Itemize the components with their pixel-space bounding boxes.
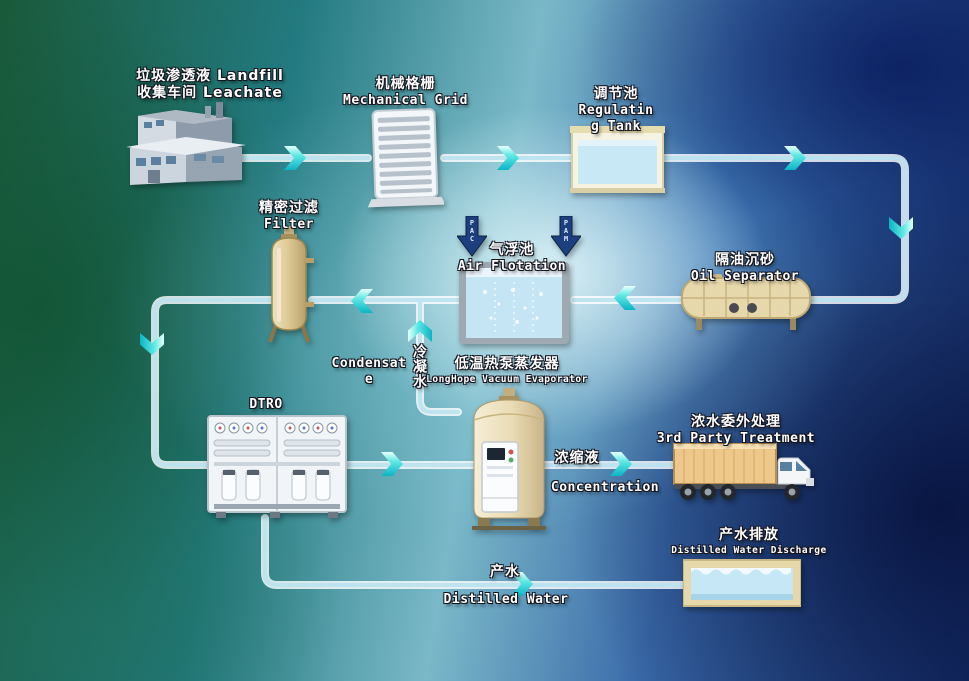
collection-label-line1: 垃圾渗透液 Landfill — [136, 68, 284, 84]
dtro-label-en: DTRO — [249, 397, 283, 412]
dosing-label-pac: PAC — [468, 219, 476, 243]
air-flotation-label: 气浮池 Air Flotation — [427, 242, 597, 275]
oil-separator-label-en: Oil Separator — [690, 269, 800, 284]
discharge-label-en: Distilled Water Discharge — [671, 545, 827, 556]
factory-illustration — [126, 102, 246, 185]
dtro-label: DTRO — [206, 397, 326, 413]
arrow-tank-to-corner — [784, 146, 806, 170]
air-flotation-label-en: Air Flotation — [457, 259, 567, 274]
concentration-label-en: Concentration — [550, 480, 660, 495]
oil-separator-label-zh: 隔油沉砂 — [715, 252, 775, 268]
arrow-filter-down — [140, 333, 164, 355]
product-label-zh-box: 产水 — [465, 564, 545, 581]
regulating-tank-label-en: Regulating Tank — [578, 103, 654, 134]
product-label-en: Distilled Water — [443, 592, 569, 607]
condensate-label-en: Condensate — [331, 356, 407, 387]
collection-label: 垃圾渗透液 Landfill 收集车间 Leachate — [90, 68, 330, 102]
dosing-label-pam: PAM — [562, 219, 570, 243]
dtro-illustration — [207, 415, 347, 518]
filter-illustration — [268, 226, 314, 343]
filter-label-en: Filter — [264, 217, 314, 232]
product-label-zh: 产水 — [490, 564, 520, 580]
arrow-dtro-to-evaporator — [381, 452, 403, 476]
oil-separator-label: 隔油沉砂 Oil Separator — [657, 252, 833, 285]
regulating-tank-label-zh: 调节池 — [593, 86, 639, 102]
mechanical-grid-label-zh: 机械格栅 — [375, 76, 436, 92]
mechanical-grid-illustration — [367, 108, 444, 208]
air-flotation-label-zh: 气浮池 — [489, 242, 535, 258]
discharge-label: 产水排放 Distilled Water Discharge — [634, 527, 864, 558]
filter-label: 精密过滤 Filter — [229, 200, 349, 233]
regulating-tank-label-zh-box: 调节池 — [563, 86, 669, 103]
arrow-grid-to-tank — [497, 146, 519, 170]
collection-label-line2: 收集车间 Leachate — [137, 85, 283, 101]
mechanical-grid-label-en: Mechanical Grid — [343, 93, 468, 108]
mechanical-grid-label: 机械格栅 Mechanical Grid — [318, 76, 493, 109]
truck-illustration — [673, 443, 814, 500]
regulating-tank-label-en-box: Regulating Tank — [577, 103, 655, 135]
condensate-label-en-box: Condensate — [330, 356, 408, 388]
discharge-label-zh: 产水排放 — [719, 527, 779, 543]
discharge-pool-illustration — [683, 559, 801, 607]
arrow-down-right-pipe — [889, 217, 913, 239]
arrow-factory-to-grid — [284, 146, 306, 170]
third-party-label-en: 3rd Party Treatment — [656, 431, 816, 446]
concentration-label-en-box: Concentration — [520, 480, 690, 496]
concentration-label-zh-box: 浓缩液 — [537, 450, 617, 467]
filter-label-zh: 精密过滤 — [259, 200, 319, 216]
product-label-en-box: Distilled Water — [421, 592, 591, 608]
arrow-separator-to-flotation — [614, 286, 636, 310]
condensate-label-zh: 冷凝水 — [411, 343, 427, 389]
concentration-label-zh: 浓缩液 — [554, 450, 600, 466]
third-party-label: 浓水委外处理 3rd Party Treatment — [621, 414, 851, 447]
arrow-flotation-to-filter — [351, 289, 373, 313]
third-party-label-zh: 浓水委外处理 — [691, 414, 781, 430]
